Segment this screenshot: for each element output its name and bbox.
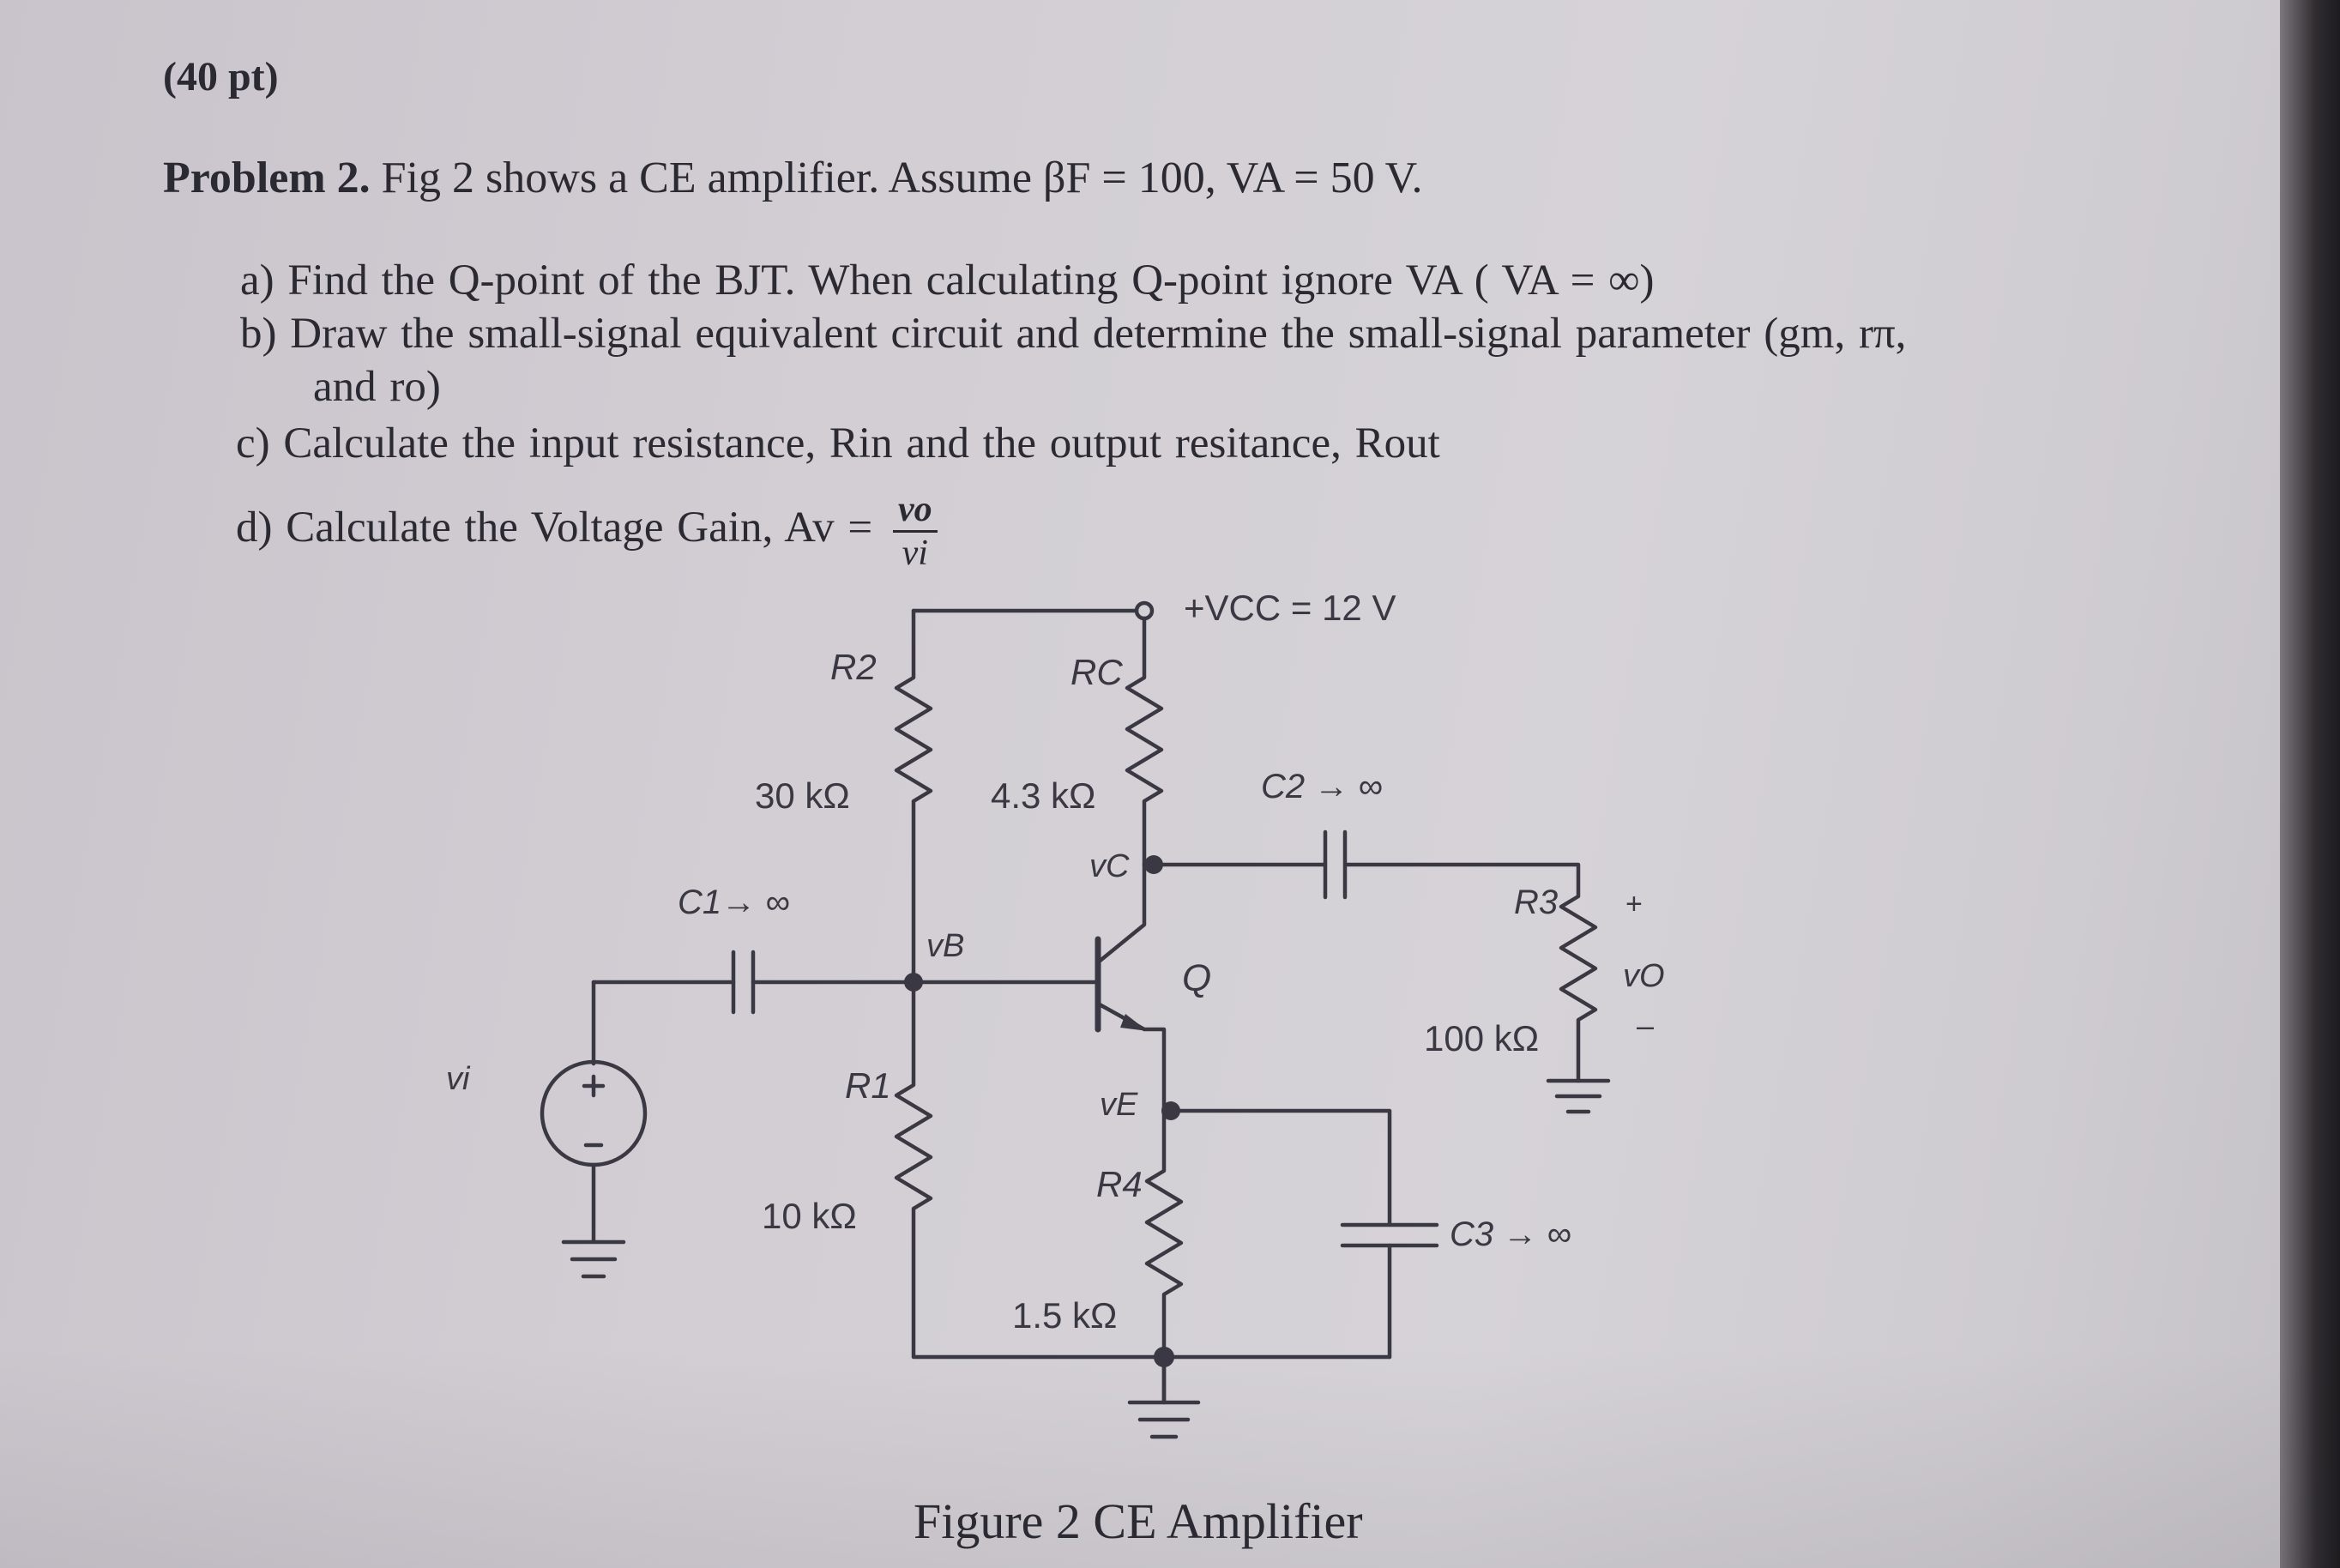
c3-capacitor	[1340, 1222, 1439, 1248]
emitter-arrow	[1120, 1014, 1148, 1031]
problem-text: Fig 2 shows a CE amplifier. Assume βF = …	[370, 154, 1423, 202]
part-a: a) Find the Q-point of the BJT. When cal…	[240, 256, 1655, 305]
r4-value: 1.5 kΩ	[1012, 1295, 1117, 1336]
problem-label: Problem 2.	[163, 154, 371, 202]
gain-numerator: vo	[892, 489, 938, 533]
r2-name: R2	[830, 647, 877, 687]
main-ground	[1127, 1354, 1201, 1439]
r3-resistor	[1342, 862, 1598, 1083]
r1-resistor	[894, 980, 1392, 1360]
c3-label: C3 → ∞	[1450, 1215, 1571, 1253]
vcc-label: +VCC = 12 V	[1184, 588, 1396, 628]
r3-ground	[1546, 1078, 1611, 1114]
bjt-collector	[1095, 862, 1147, 965]
source-ground	[561, 1162, 626, 1279]
page-bottom-shade	[0, 1345, 2340, 1568]
r1-name: R1	[845, 1065, 891, 1106]
vcc-terminal	[1134, 600, 1155, 621]
c2-label: C2 → ∞	[1261, 768, 1383, 805]
base-node	[904, 973, 923, 992]
collector-node	[1144, 855, 1163, 874]
r4-name: R4	[1096, 1164, 1143, 1204]
part-b: b) Draw the small-signal equivalent circ…	[240, 310, 1907, 358]
source-plus-sign	[582, 1074, 606, 1098]
vo-label: vO	[1623, 958, 1665, 994]
c1-label: C1→ ∞	[678, 884, 790, 921]
r2-resistor	[894, 608, 933, 985]
problem-statement: Problem 2. Fig 2 shows a CE amplifier. A…	[163, 153, 1423, 203]
vo-minus: –	[1637, 1008, 1654, 1043]
vi-label: vi	[446, 1061, 471, 1097]
c3-wire-top	[1161, 1108, 1392, 1227]
r3-value: 100 kΩ	[1424, 1018, 1539, 1058]
transistor-label: Q	[1182, 957, 1211, 999]
r4-resistor	[1144, 1108, 1184, 1405]
rc-value: 4.3 kΩ	[991, 775, 1095, 816]
r2-value: 30 kΩ	[755, 775, 850, 816]
rc-resistor	[1125, 616, 1164, 867]
part-b-continued: and ro)	[313, 363, 441, 411]
vo-plus: +	[1625, 888, 1643, 920]
c2-capacitor	[1323, 829, 1348, 900]
rc-name: RC	[1070, 652, 1123, 692]
vb-label: vB	[926, 928, 964, 964]
r3-name: R3	[1514, 884, 1558, 921]
ve-label: vE	[1100, 1087, 1138, 1123]
bjt-emitter	[1095, 1001, 1167, 1113]
page-edge-shadow	[2280, 0, 2340, 1568]
gain-denominator: vi	[902, 534, 928, 573]
figure-caption: Figure 2 CE Amplifier	[914, 1493, 1363, 1549]
points-label: (40 pt)	[163, 54, 279, 100]
part-c: c) Calculate the input resistance, Rin a…	[236, 419, 1440, 467]
r1-value: 10 kΩ	[762, 1196, 857, 1236]
ground-node	[1154, 1347, 1174, 1367]
emitter-node	[1161, 1101, 1180, 1120]
part-d-text: d) Calculate the Voltage Gain, Av =	[236, 504, 886, 552]
vc-label: vC	[1089, 848, 1130, 884]
c1-capacitor	[731, 950, 756, 1015]
